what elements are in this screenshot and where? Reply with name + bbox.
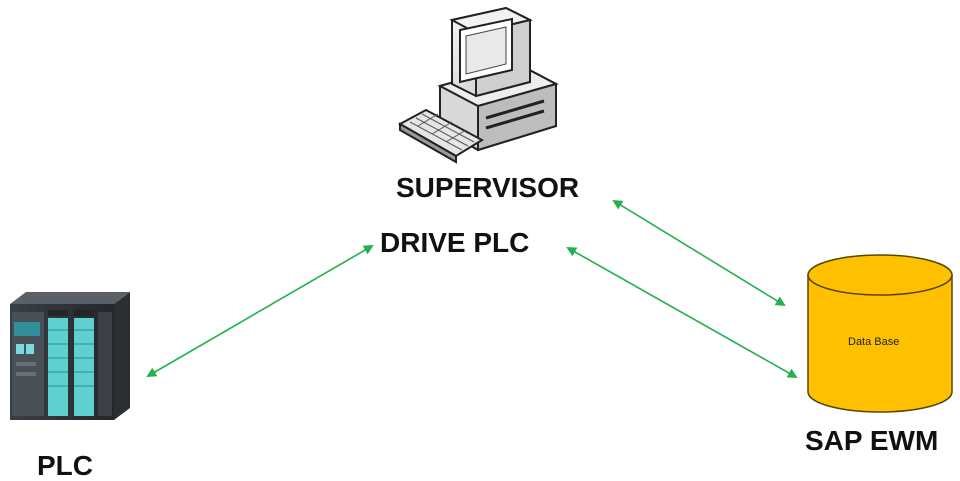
arrow-drive-sap xyxy=(566,247,798,378)
desktop-computer-icon xyxy=(397,6,559,164)
sap-ewm-label: SAP EWM xyxy=(805,425,939,456)
drive-plc-label: DRIVE PLC xyxy=(380,227,530,258)
arrow-supervisor-sap xyxy=(612,199,786,307)
arrow-plc-drive xyxy=(146,244,374,378)
database-cylinder-icon xyxy=(807,254,953,413)
plc-label: PLC xyxy=(37,450,93,481)
plc-module-icon xyxy=(10,292,130,420)
database-label: Data Base xyxy=(848,336,900,348)
supervisor-label: SUPERVISOR xyxy=(396,172,580,203)
